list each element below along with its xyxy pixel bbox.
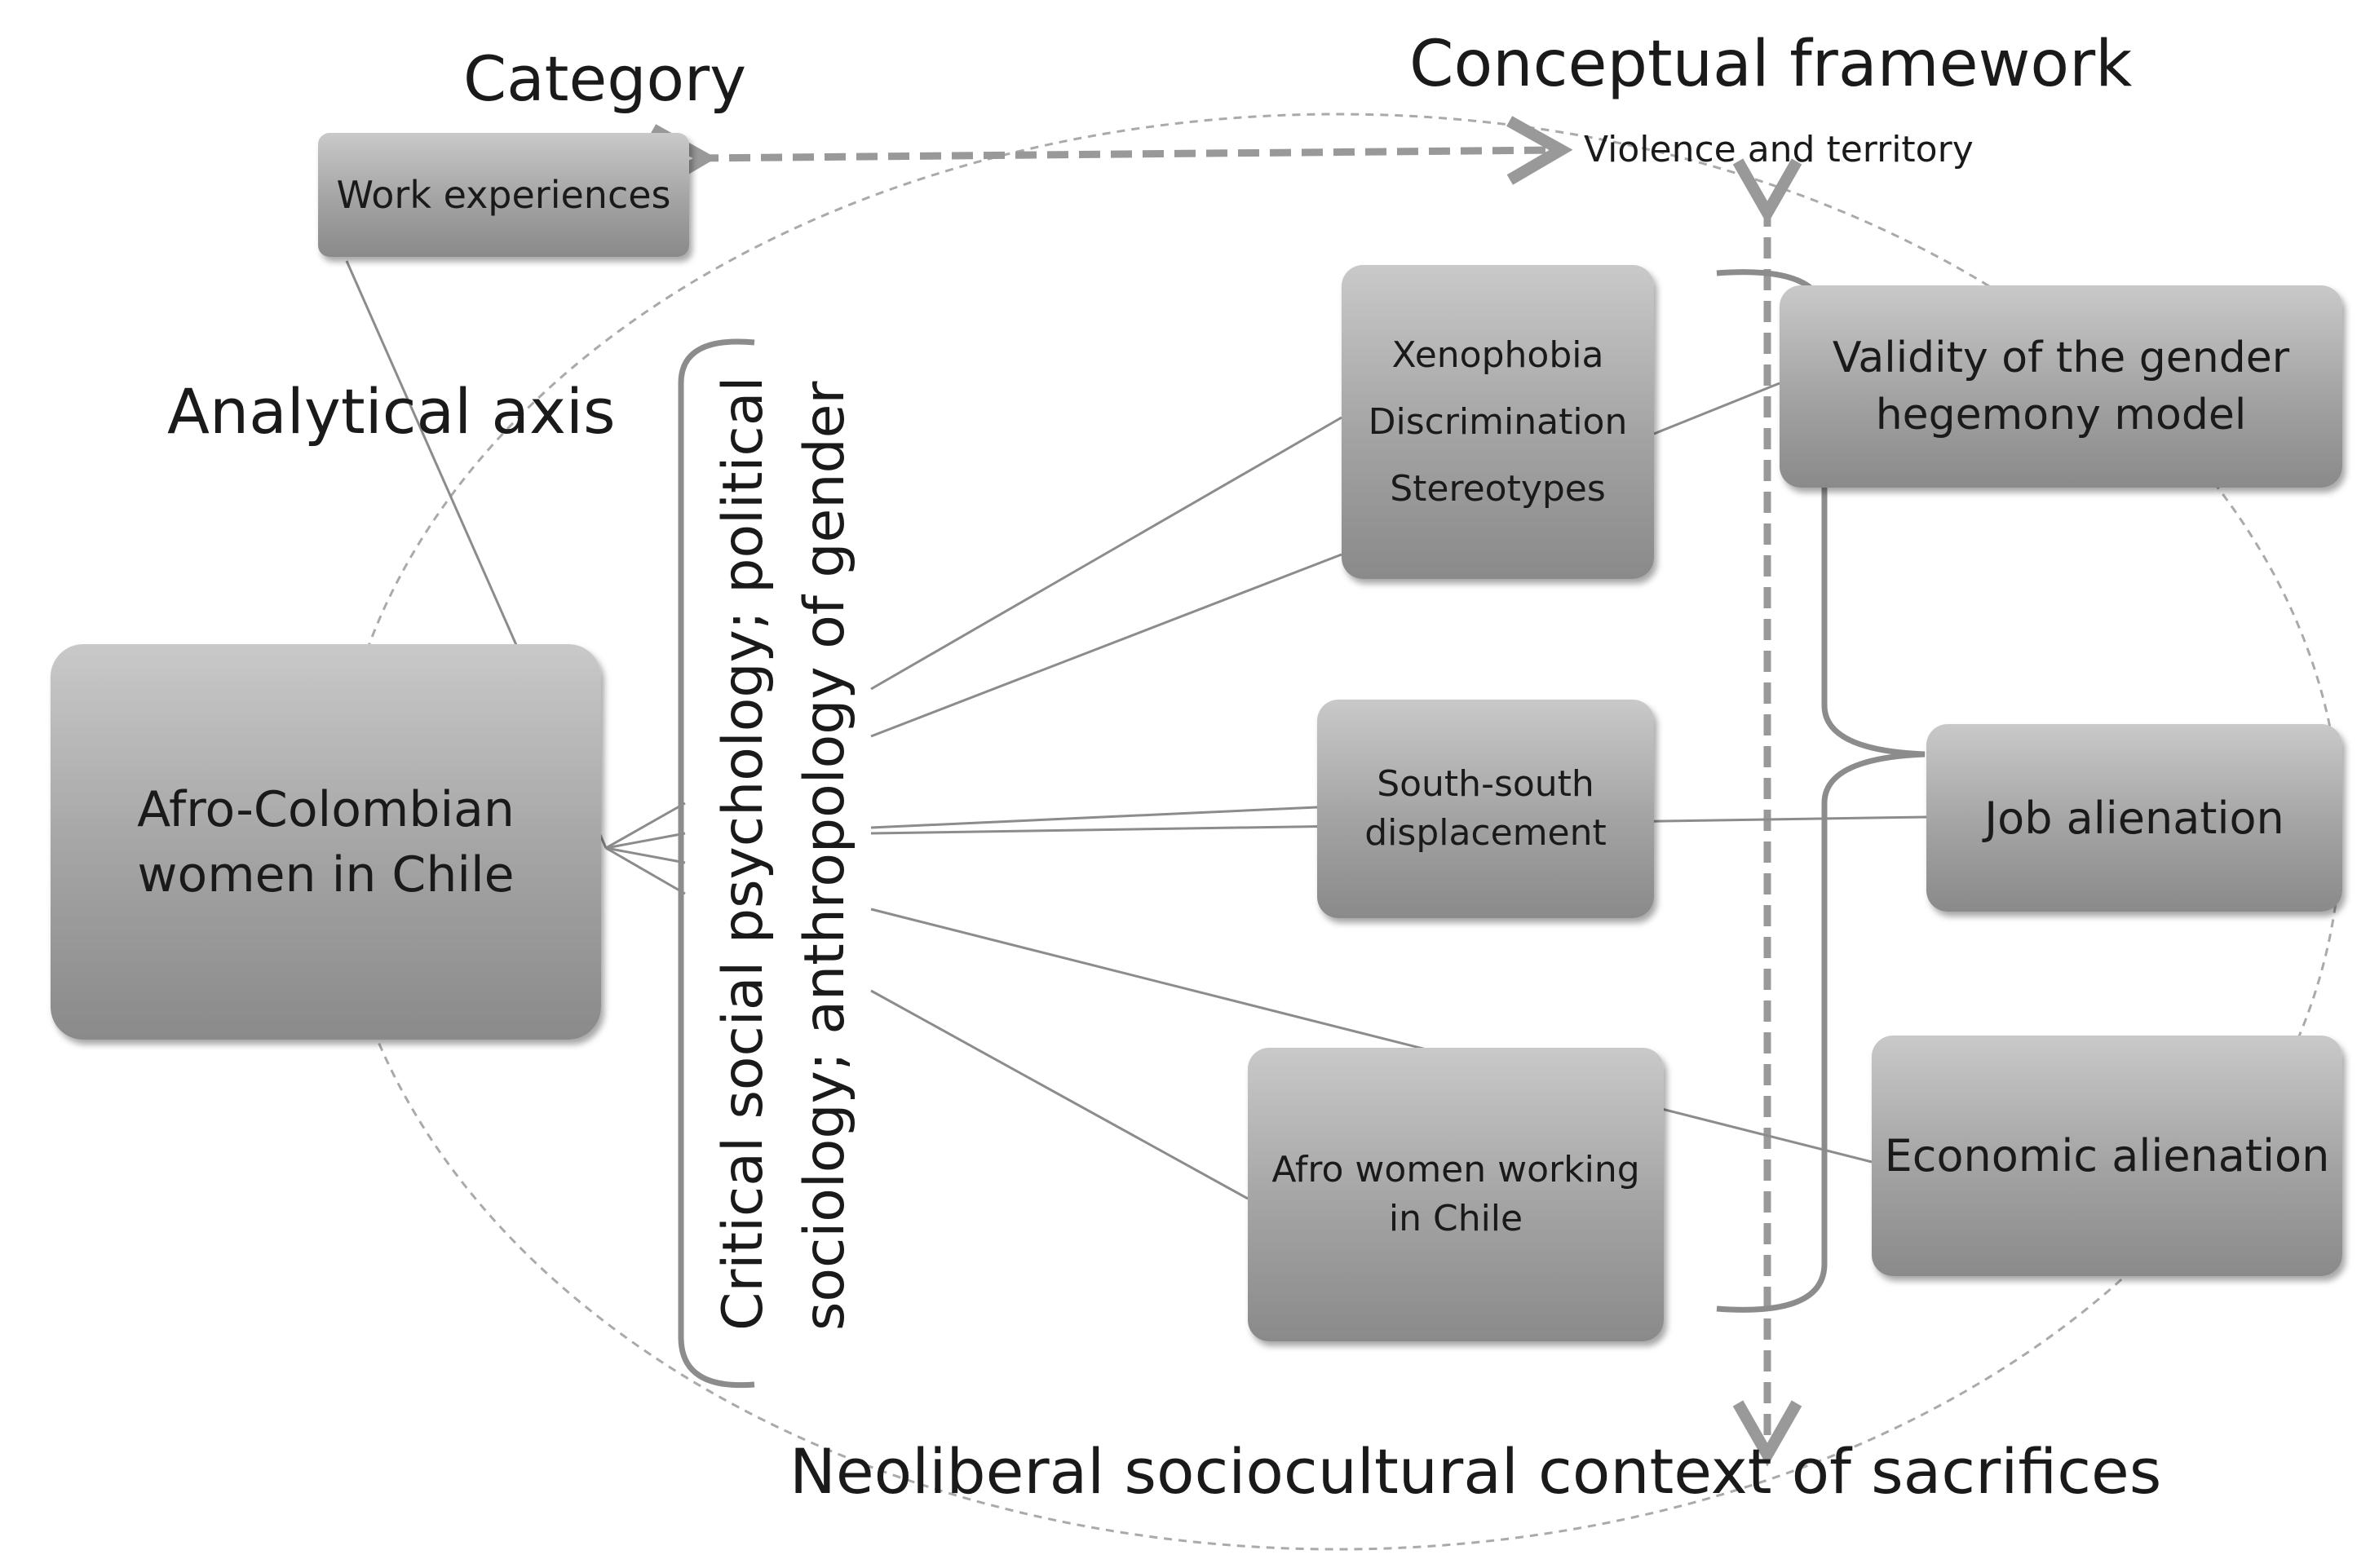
job-alienation-label: Job alienation	[1984, 792, 2284, 844]
xenophobia-box: Xenophobia Discrimination Stereotypes	[1342, 265, 1654, 579]
south-south-line-2: displacement	[1364, 812, 1607, 854]
conceptual-framework-heading: Conceptual framework	[1409, 28, 2133, 101]
afro-working-line-1: Afro women working	[1271, 1149, 1640, 1190]
afro-colombian-line-1: Afro-Colombian	[137, 780, 515, 838]
work-experiences-box: Work experiences	[318, 133, 689, 257]
analytical-axis-bracket	[678, 338, 755, 1389]
afro-working-line-2: in Chile	[1388, 1198, 1523, 1239]
connector-lines	[345, 260, 1927, 1200]
gender-hegemony-line-1: Validity of the gender	[1832, 333, 2290, 382]
south-south-line-1: South-south	[1377, 763, 1594, 805]
disciplines-label-line-2: sociology; anthropology of gender	[793, 381, 857, 1331]
context-heading: Neoliberal sociocultural context of sacr…	[789, 1435, 2162, 1508]
south-south-box: South-south displacement	[1317, 700, 1654, 918]
afro-women-working-box: Afro women working in Chile	[1248, 1048, 1664, 1341]
analytical-axis-heading: Analytical axis	[167, 375, 616, 448]
economic-alienation-label: Economic alienation	[1884, 1130, 2330, 1182]
violence-territory-label: Violence and territory	[1584, 129, 1974, 170]
category-framework-arrow	[650, 116, 1573, 193]
gender-hegemony-box: Validity of the gender hegemony model	[1780, 285, 2342, 488]
stereotypes-label: Stereotypes	[1390, 467, 1606, 510]
afro-colombian-line-2: women in Chile	[137, 846, 515, 903]
gender-hegemony-line-2: hegemony model	[1875, 391, 2247, 439]
job-alienation-box: Job alienation	[1926, 724, 2342, 912]
xenophobia-label: Xenophobia	[1391, 333, 1604, 376]
discrimination-label: Discrimination	[1368, 400, 1628, 443]
economic-alienation-box: Economic alienation	[1872, 1036, 2342, 1276]
work-experiences-label: Work experiences	[336, 173, 671, 217]
afro-colombian-box: Afro-Colombian women in Chile	[51, 644, 601, 1040]
category-heading: Category	[463, 42, 747, 115]
